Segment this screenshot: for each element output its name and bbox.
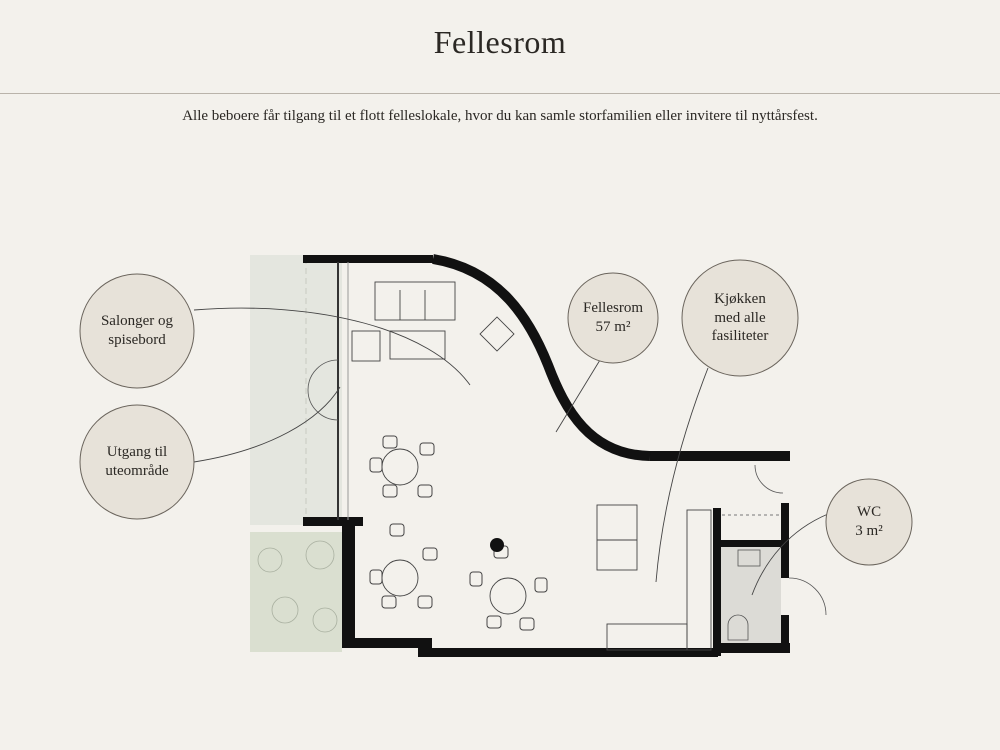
- toilet-icon: [727, 614, 749, 641]
- curved-wall: [432, 254, 651, 461]
- walls: [303, 255, 790, 657]
- chairs: [369, 435, 548, 631]
- page-title: Fellesrom: [433, 24, 567, 60]
- plant-icons: [257, 540, 338, 633]
- callout-circles: [79, 259, 913, 566]
- leader-lines: [193, 307, 829, 596]
- entry-door: [754, 464, 784, 494]
- sink-icon: [737, 549, 761, 567]
- page-subtitle: Alle beboere får tilgang til et flott fe…: [182, 108, 818, 124]
- furniture: [351, 281, 712, 651]
- terrace-area: [250, 255, 342, 525]
- wc-floor: [721, 547, 781, 643]
- header-divider: [0, 93, 1000, 94]
- dining-tables: [381, 448, 527, 615]
- terrace-door: [307, 359, 339, 421]
- wc-door: [788, 577, 827, 616]
- column: [490, 538, 504, 552]
